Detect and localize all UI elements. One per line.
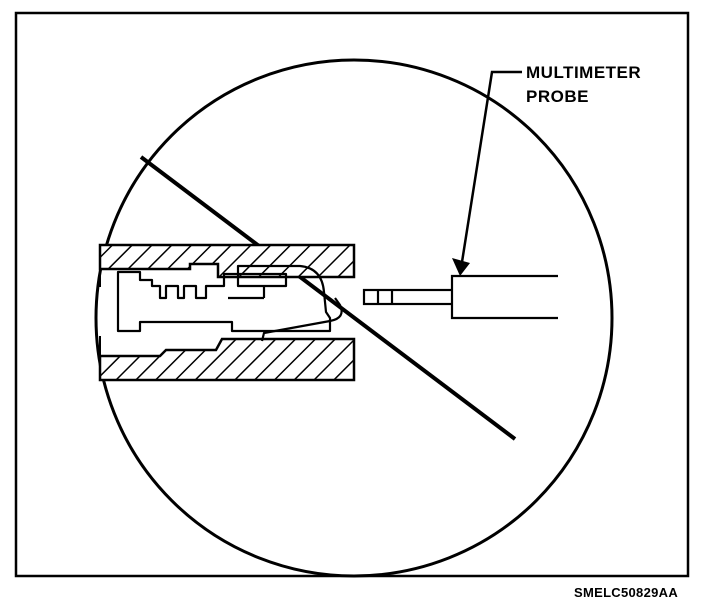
terminal-contact-spring [260, 297, 343, 342]
multimeter-probe [362, 274, 558, 320]
callout-arrow [452, 70, 522, 276]
figure-frame [14, 11, 690, 578]
housing-upper-wall [98, 243, 356, 279]
terminal-lock-tab [236, 272, 288, 288]
probe-body [450, 274, 558, 320]
callout-label-line2: PROBE [526, 87, 589, 106]
callout-label-line1: MULTIMETER [526, 63, 641, 82]
connector-housing [98, 243, 356, 382]
housing-lower-wall [98, 337, 356, 382]
arrowhead-icon [452, 258, 470, 276]
female-terminal [116, 264, 343, 342]
prohibition-circle-slash-icon [94, 58, 614, 578]
figure-code: SMELC50829AA [574, 585, 678, 600]
